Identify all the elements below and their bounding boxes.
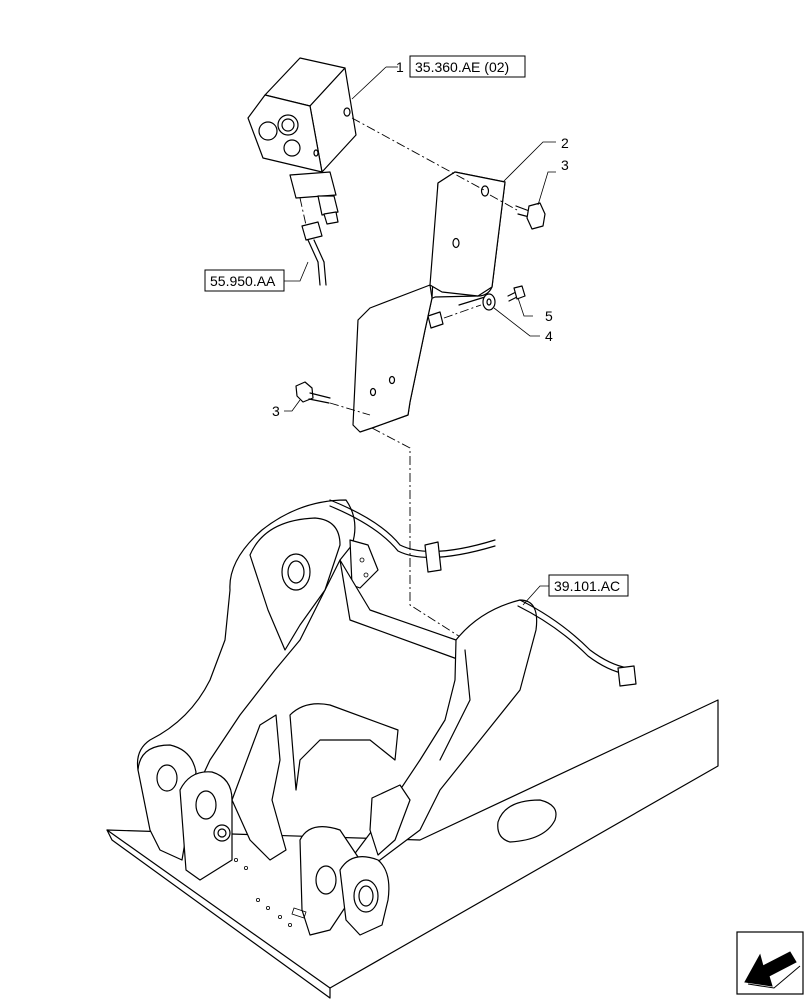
loader-frame [106, 499, 719, 999]
assembly-center-lines [329, 117, 518, 641]
reference-harness-label: 55.950.AA [210, 273, 276, 289]
reference-valve[interactable]: 35.360.AE (02) [409, 55, 526, 78]
washer-and-screw [458, 285, 526, 311]
callout-3-bottom: 3 [272, 403, 280, 419]
reference-frame-label: 39.101.AC [554, 578, 620, 594]
bolt-top [515, 202, 546, 230]
reference-harness[interactable]: 55.950.AA [204, 269, 285, 292]
mounting-bracket [352, 171, 506, 433]
harness-routing [329, 499, 637, 687]
callout-3-top: 3 [561, 157, 569, 173]
callout-2: 2 [561, 135, 569, 151]
reference-valve-label: 35.360.AE (02) [415, 59, 509, 75]
valve-block [247, 57, 357, 225]
reference-frame[interactable]: 39.101.AC [548, 574, 629, 597]
navigation-arrow-icon[interactable] [736, 931, 804, 995]
callout-1: 1 [396, 59, 404, 75]
harness-connector [299, 197, 327, 286]
bolt-bottom [295, 381, 331, 404]
leader-lines [284, 66, 556, 606]
callout-4: 4 [545, 328, 553, 344]
callout-5: 5 [545, 308, 553, 324]
